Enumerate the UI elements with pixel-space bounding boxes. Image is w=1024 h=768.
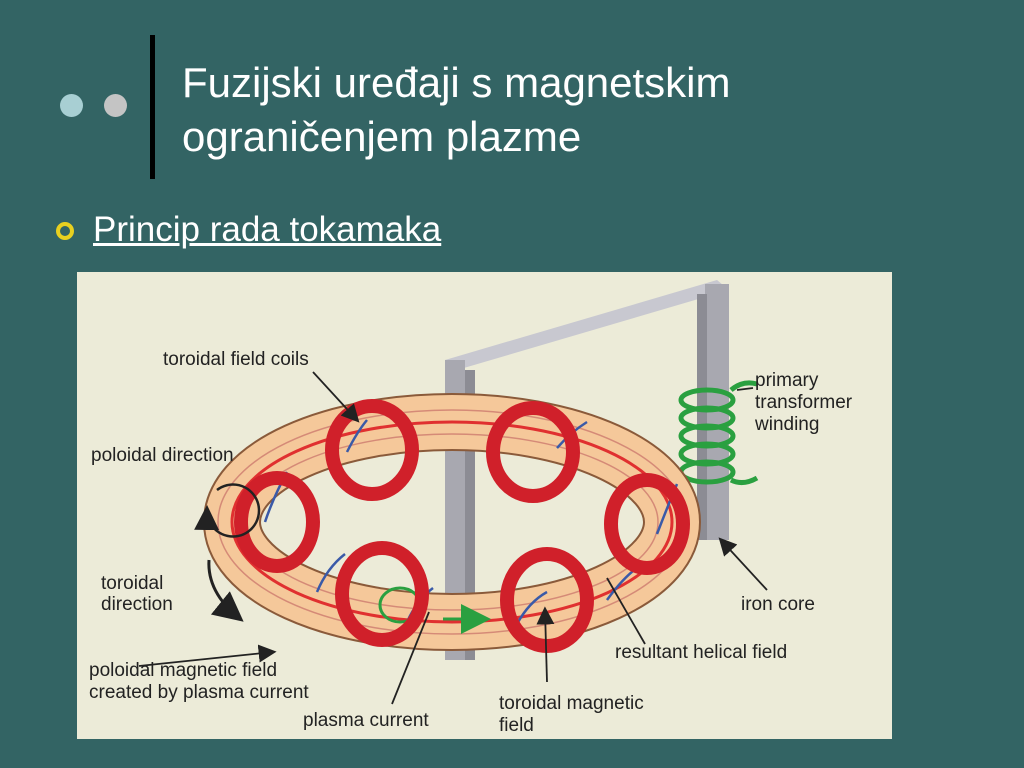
tokamak-svg: toroidal field coils poloidal direction … <box>77 272 892 739</box>
coil <box>325 399 419 501</box>
label-toroidal-field-coils: toroidal field coils <box>163 349 309 370</box>
label-plasma-current: plasma current <box>303 710 429 731</box>
label-toroidal-magnetic-2: field <box>499 715 534 736</box>
coil <box>486 401 580 503</box>
plasma-torus <box>203 393 701 651</box>
label-primary-3: winding <box>754 414 819 435</box>
label-poloidal-field-2: created by plasma current <box>89 682 309 703</box>
toroidal-field-coils <box>234 399 690 653</box>
bullet-ring-icon <box>56 222 74 240</box>
bullet-link-tokamak[interactable]: Princip rada tokamaka <box>93 210 442 249</box>
coil <box>500 547 594 653</box>
label-resultant-helical-field: resultant helical field <box>615 642 787 663</box>
dot-teal <box>60 94 83 117</box>
label-toroidal-magnetic-1: toroidal magnetic <box>499 693 644 714</box>
label-iron-core: iron core <box>741 594 815 615</box>
coil <box>335 541 429 647</box>
label-primary-2: transformer <box>755 392 853 413</box>
label-poloidal-field-1: poloidal magnetic field <box>89 660 277 681</box>
coil <box>234 471 320 573</box>
slide-title: Fuzijski uređaji s magnetskim ograničenj… <box>182 56 731 164</box>
label-toroidal-direction-2: direction <box>101 594 173 615</box>
slide-title-line-1: Fuzijski uređaji s magnetskim <box>182 59 731 106</box>
dot-grey <box>104 94 127 117</box>
label-poloidal-direction: poloidal direction <box>91 445 234 466</box>
label-primary-1: primary <box>755 370 819 391</box>
title-divider <box>150 35 155 179</box>
coil <box>604 473 690 575</box>
tokamak-diagram: toroidal field coils poloidal direction … <box>77 272 892 739</box>
slide-title-line-2: ograničenjem plazme <box>182 113 582 160</box>
poloidal-direction-arrow <box>194 483 261 538</box>
toroidal-direction-arrow <box>207 559 244 622</box>
label-toroidal-direction-1: toroidal <box>101 573 163 594</box>
